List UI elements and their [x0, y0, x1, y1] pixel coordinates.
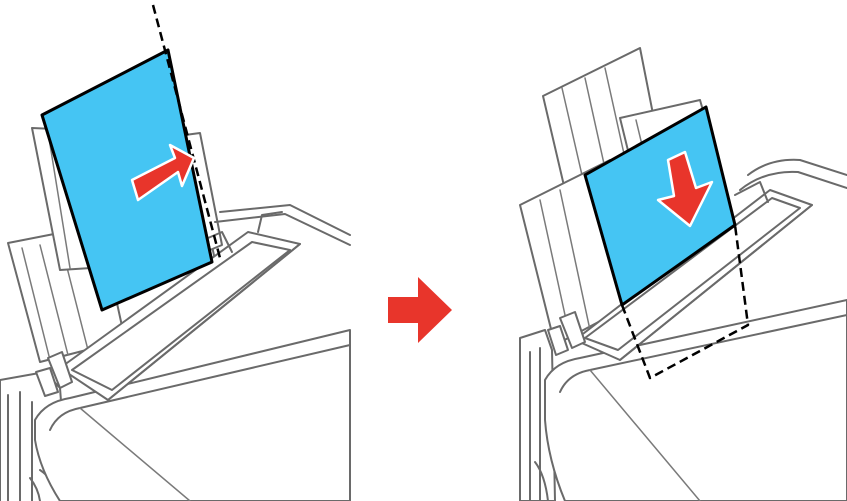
paper-slide-right-arrow-icon — [130, 143, 196, 202]
paper-sheet-left — [40, 48, 214, 312]
step-1-illustration — [0, 4, 351, 501]
output-tray-left — [59, 204, 351, 401]
paper-sheet-right — [583, 105, 737, 307]
insertion-outline-dashed — [620, 224, 750, 380]
next-step-arrow-icon — [388, 277, 452, 343]
paper-guide-tab-left — [35, 231, 233, 397]
paper-guide-tab-right — [547, 311, 586, 356]
paper-insert-down-arrow-icon — [656, 150, 714, 228]
alignment-guide-line-left — [151, 4, 222, 259]
printer-body-left — [0, 329, 351, 501]
step-2-illustration — [519, 47, 847, 501]
